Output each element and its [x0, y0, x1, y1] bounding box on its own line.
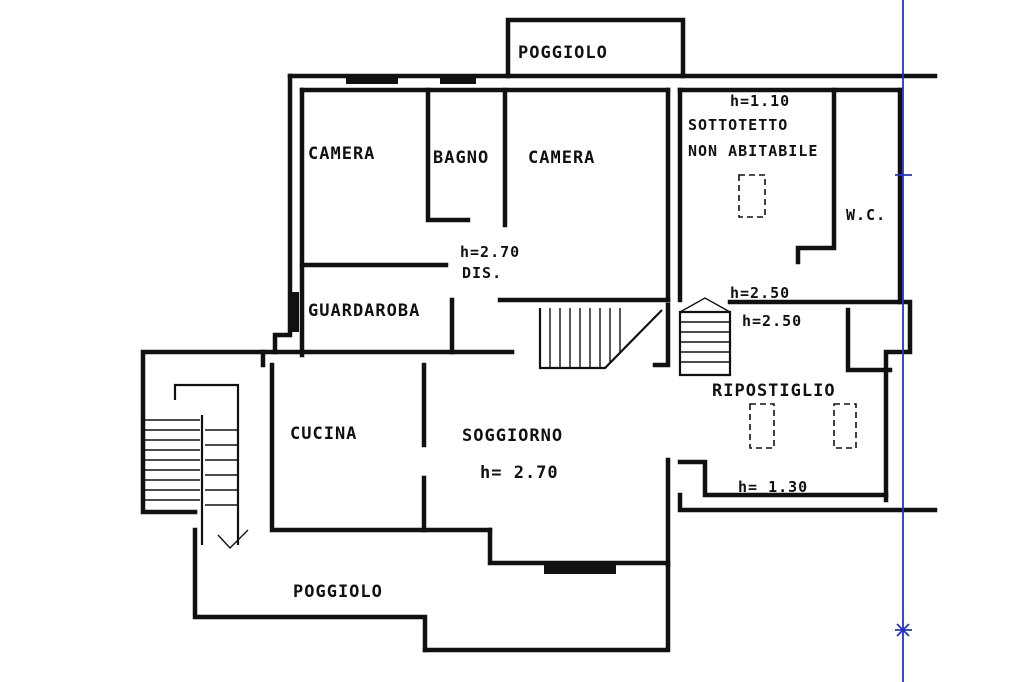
skylight-ripostiglio-right: [833, 403, 857, 449]
wall-wc-left: [795, 87, 837, 265]
window-camera-left: [346, 76, 398, 84]
label-height-ripostiglio: h= 1.30: [738, 478, 808, 496]
wall-ext-stair: [140, 349, 266, 515]
label-guardaroba: GUARDAROBA: [308, 301, 420, 321]
label-soggiorno: SOGGIORNO: [462, 426, 563, 446]
label-height-upper-step: h=2.50: [730, 284, 790, 302]
skylight-ripostiglio-left: [749, 403, 775, 449]
wall-poggiolo-top: [505, 17, 686, 79]
label-height-dis: h=2.70: [460, 243, 520, 261]
skylights: [738, 174, 857, 449]
wall-ripost-bottom: [677, 459, 889, 498]
reference-line: [895, 0, 912, 682]
wall-right-bottom: [677, 492, 938, 513]
skylight-sottotetto: [738, 174, 766, 218]
label-poggiolo-bottom: POGGIOLO: [293, 582, 383, 602]
label-ripostiglio: RIPOSTIGLIO: [712, 381, 836, 401]
label-cucina: CUCINA: [290, 424, 357, 444]
window-soggiorno: [544, 565, 616, 574]
window-guardaroba: [290, 292, 299, 332]
label-poggiolo-top: POGGIOLO: [518, 43, 608, 63]
wall-right-upper: [883, 87, 913, 503]
wall-soggiorno-bottom: [422, 527, 671, 653]
wall-poggiolo-bottom: [192, 527, 428, 653]
label-non-abitabile: NON ABITABILE: [688, 142, 818, 160]
label-height-soggiorno: h= 2.70: [480, 463, 559, 483]
label-height-lower-step: h=2.50: [742, 312, 802, 330]
label-sottotetto: SOTTOTETTO: [688, 116, 788, 134]
label-wc: W.C.: [846, 206, 886, 224]
wall-bagno-left: [425, 87, 471, 223]
walls: [140, 17, 938, 653]
label-camera-left: CAMERA: [308, 144, 375, 164]
label-bagno: BAGNO: [433, 148, 489, 168]
windows: [290, 76, 616, 574]
external-staircase: [143, 383, 249, 550]
wall-left-upper: [272, 73, 293, 353]
window-bagno: [440, 76, 476, 84]
wall-stair-center-right: [652, 302, 671, 368]
label-height-sottotetto: h=1.10: [730, 92, 790, 110]
label-dis: DIS.: [462, 264, 502, 282]
labels: POGGIOLO CAMERA BAGNO CAMERA h=1.10 SOTT…: [290, 43, 886, 602]
wall-ripost-inner: [845, 307, 893, 373]
internal-staircase: [538, 297, 732, 377]
label-camera-right: CAMERA: [528, 148, 595, 168]
